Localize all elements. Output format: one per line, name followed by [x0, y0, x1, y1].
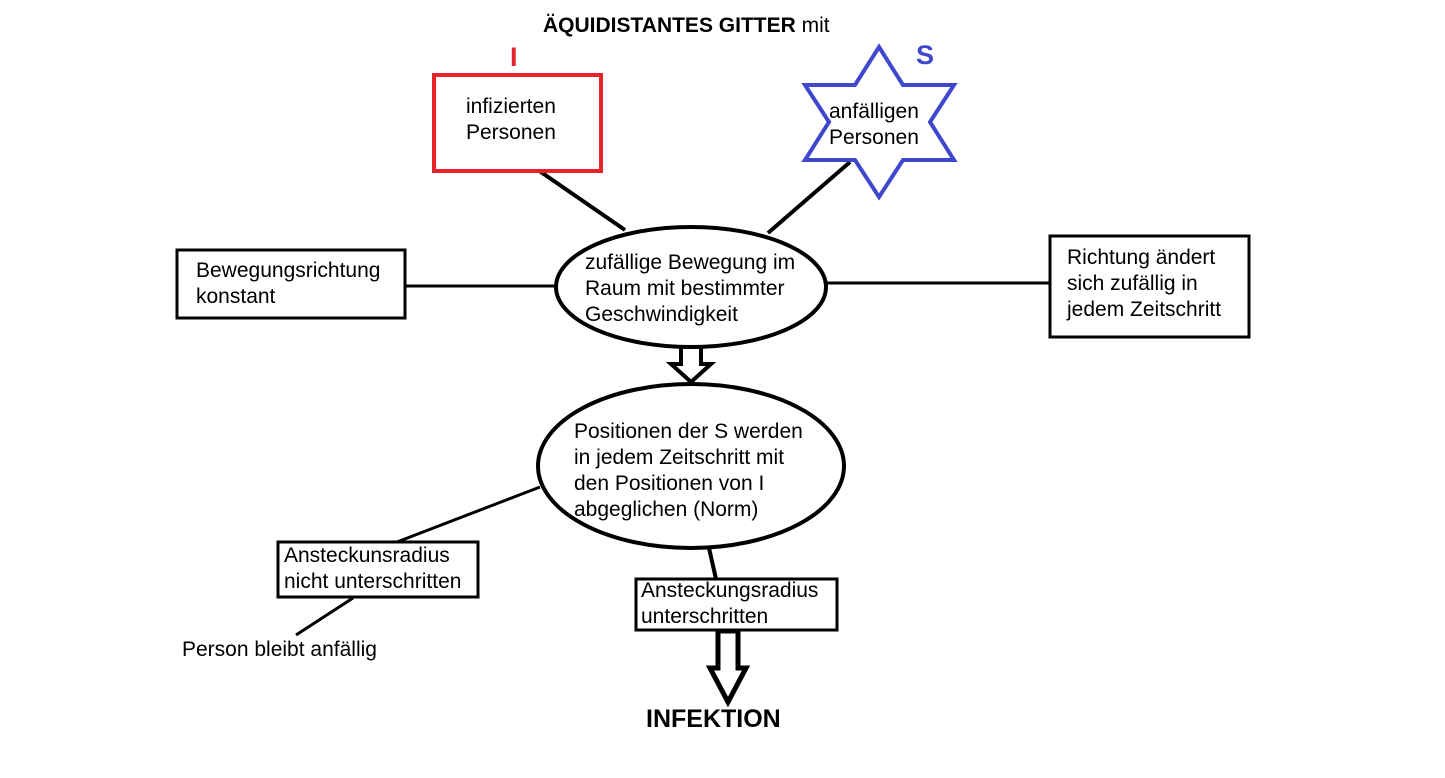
option-left-label: Bewegungsrichtung konstant: [196, 259, 381, 308]
title-bold: ÄQUIDISTANTES GITTER: [543, 14, 796, 37]
susceptible-marker: S: [916, 40, 935, 70]
infected-marker: I: [510, 42, 518, 72]
connector-comparison-not-below: [396, 485, 541, 544]
option-right-label: Richtung ändert sich zufällig in jedem Z…: [1067, 246, 1222, 321]
movement-label: zufällige Bewegung im Raum mit bestimmte…: [585, 251, 796, 326]
stays-susceptible-label: Person bleibt anfällig: [182, 638, 377, 661]
susceptible-star: [801, 43, 958, 201]
comparison-ellipse: [536, 382, 846, 550]
option-right-box: [1048, 234, 1251, 339]
below-label: Ansteckungsradius unterschritten: [641, 579, 819, 628]
arrow-down-infection-icon: [705, 628, 751, 708]
connector-not-below-stays: [295, 596, 354, 637]
connector-susceptible-movement: [766, 160, 852, 235]
susceptible-label: anfälligen Personen: [829, 100, 919, 149]
option-left-box: [175, 248, 407, 320]
infection-result: INFEKTION: [646, 705, 781, 733]
connector-comparison-below: [707, 547, 718, 580]
infected-box: [432, 73, 603, 173]
diagram-title: ÄQUIDISTANTES GITTER mit: [543, 14, 830, 38]
not-below-label: Ansteckunsradius nicht unterschritten: [284, 544, 462, 593]
arrow-down-icon: [665, 345, 717, 385]
title-rest: mit: [795, 14, 830, 37]
not-below-box: [276, 540, 480, 599]
below-box: [634, 577, 839, 632]
comparison-label: Positionen der S werden in jedem Zeitsch…: [574, 420, 803, 521]
infected-label: infizierten Personen: [466, 95, 556, 144]
connector-infected-movement: [536, 168, 627, 232]
